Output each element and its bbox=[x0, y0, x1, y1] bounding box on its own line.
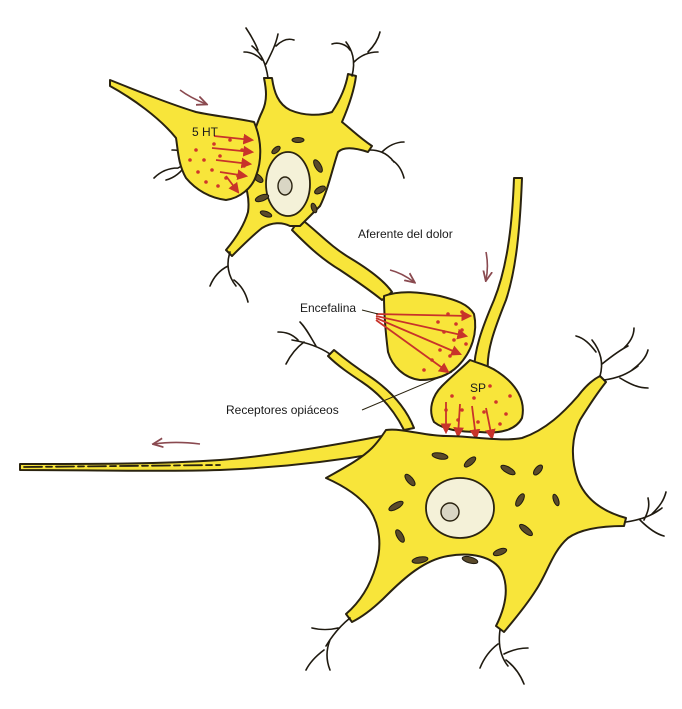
pain-afferent-label: Aferente del dolor bbox=[358, 227, 453, 241]
pain-direction-arrow bbox=[486, 252, 488, 280]
pain-afferent-fiber bbox=[474, 178, 522, 372]
opiate-receptors-label: Receptores opiáceos bbox=[226, 403, 339, 417]
sp-label: SP bbox=[470, 381, 486, 395]
lower-neuron-axon bbox=[20, 436, 386, 471]
enkephalin-direction-arrow bbox=[390, 270, 414, 282]
serotonin-label: 5 HT bbox=[192, 125, 219, 139]
serotonin-terminal bbox=[110, 80, 260, 200]
enkephalin-label: Encefalina bbox=[300, 301, 356, 315]
serotonin-direction-arrow bbox=[180, 90, 206, 104]
upper-neuron-nucleolus bbox=[278, 177, 292, 195]
output-direction-arrow bbox=[154, 443, 200, 445]
enkephalin-neuron bbox=[376, 270, 475, 380]
lower-neuron-nucleus bbox=[426, 478, 494, 538]
lower-neuron-nucleolus bbox=[441, 503, 459, 521]
lower-neuron bbox=[20, 322, 666, 684]
enkephalin-leader bbox=[362, 310, 378, 314]
upper-neuron: 5 HT bbox=[110, 28, 404, 302]
